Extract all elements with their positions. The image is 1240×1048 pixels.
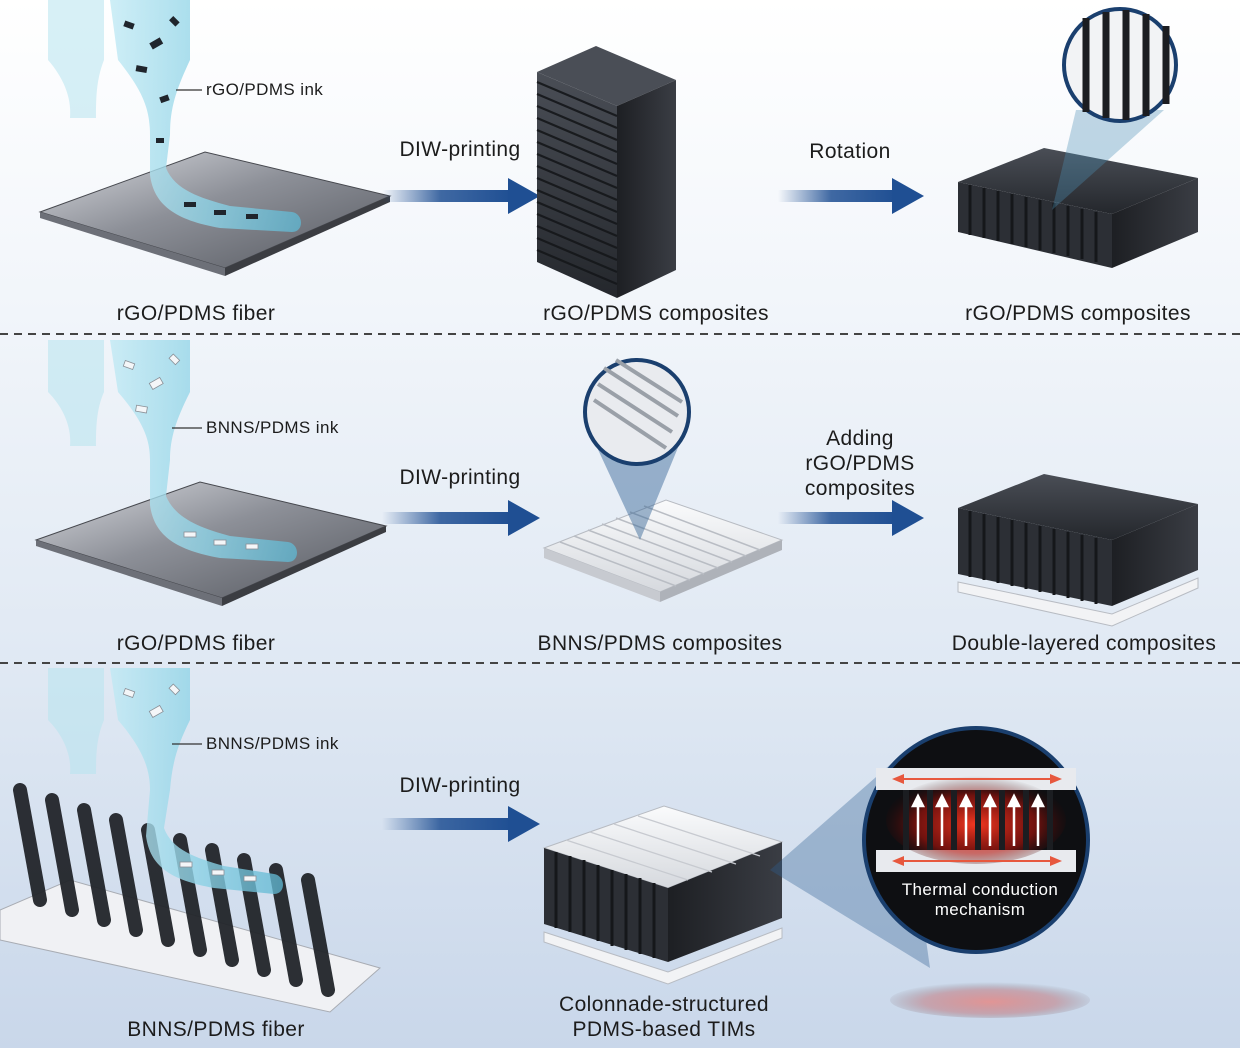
middle-composite-label: BNNS/PDMS composites xyxy=(537,632,783,655)
row1-zoom-inset xyxy=(1052,7,1178,210)
row2-double-layer-composite xyxy=(957,474,1199,627)
inset-label: Thermal conduction mechanism xyxy=(901,880,1059,920)
flake-particles xyxy=(122,353,259,550)
row2-arrow2 xyxy=(778,500,924,536)
right-composite-label: Double-layered composites xyxy=(951,632,1217,655)
arrow1-label: DIW-printing xyxy=(399,774,521,797)
row1-nozzle-scene xyxy=(38,0,392,276)
ink-nozzle xyxy=(110,340,297,562)
fiber-label: rGO/PDMS fiber xyxy=(116,632,276,655)
ink-label: rGO/PDMS ink xyxy=(206,80,324,99)
fiber-label: rGO/PDMS fiber xyxy=(116,302,276,325)
fiber-label: BNNS/PDMS fiber xyxy=(127,1018,305,1041)
lateral-heat-arrows xyxy=(904,778,1050,862)
row1-arrow2 xyxy=(778,178,924,214)
row2-white-composite xyxy=(542,499,784,602)
row2-nozzle-scene xyxy=(34,340,388,606)
arrow2-label: Rotation xyxy=(809,140,891,163)
middle-composite-label: rGO/PDMS composites xyxy=(543,302,769,325)
row3-tim-composite xyxy=(542,805,784,985)
row1-horizontal-composite xyxy=(958,148,1198,268)
row2-zoom-inset xyxy=(583,358,691,540)
ink-label: BNNS/PDMS ink xyxy=(206,734,339,753)
row1-vertical-composite xyxy=(536,46,676,298)
right-composite-label: rGO/PDMS composites xyxy=(965,302,1191,325)
arrow1-label: DIW-printing xyxy=(399,466,521,489)
ink-nozzle xyxy=(110,0,301,232)
ink-nozzle xyxy=(110,668,283,894)
arrow1-label: DIW-printing xyxy=(399,138,521,161)
heat-flow-arrows xyxy=(910,793,1046,846)
row3-arrow1 xyxy=(382,806,540,842)
reflection-glow xyxy=(890,982,1090,1018)
ink-label: BNNS/PDMS ink xyxy=(206,418,339,437)
flake-particles xyxy=(122,683,257,882)
row2-arrow1 xyxy=(382,500,540,536)
arrow2-label: Adding rGO/PDMS composites xyxy=(804,427,916,501)
row3-heatsink-scene xyxy=(0,668,382,1013)
row3-thermal-inset xyxy=(770,726,1090,968)
middle-composite-label: Colonnade-structured PDMS-based TIMs xyxy=(559,993,769,1042)
flake-particles xyxy=(123,16,258,219)
row1-arrow1 xyxy=(382,178,540,214)
